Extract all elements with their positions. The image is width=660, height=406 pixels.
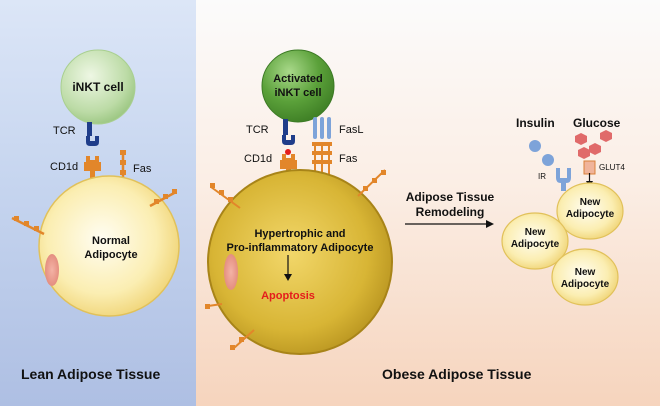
lean-inkt-cell xyxy=(60,49,136,125)
new-adipocyte-2-line2: Adipocyte xyxy=(510,239,560,250)
obese-cd1d-label: CD1d xyxy=(244,153,273,165)
lean-fas-dots-right-icon xyxy=(149,189,177,208)
obese-fas-dots-lowleft-icon xyxy=(205,303,223,309)
fasl-label: FasL xyxy=(339,124,364,136)
new-adipocyte-3 xyxy=(551,248,619,306)
apoptosis-label: Apoptosis xyxy=(261,290,315,302)
ir-label: IR xyxy=(538,172,546,181)
lean-fas-dots-left-icon xyxy=(11,216,45,236)
glucose-molecules-icon xyxy=(575,130,612,159)
new-adipocyte-3-line1: New xyxy=(574,267,596,278)
hypertrophic-adipocyte-line2: Pro-inflammatory Adipocyte xyxy=(226,242,374,254)
ir-receptor-icon xyxy=(556,168,571,191)
activated-inkt-cell xyxy=(261,49,335,123)
lean-tcr-label: TCR xyxy=(53,125,76,137)
obese-fas-dots-left-icon xyxy=(210,183,241,209)
activated-inkt-line1: Activated xyxy=(273,73,323,85)
obese-fas-dots-right-icon xyxy=(357,169,386,197)
insulin-label: Insulin xyxy=(516,116,555,130)
new-adipocyte-1-line1: New xyxy=(579,197,601,208)
insulin-molecules-icon xyxy=(529,140,554,166)
obese-tcr-receptor-icon xyxy=(282,119,295,155)
obese-tcr-label: TCR xyxy=(246,124,269,136)
lean-tcr-receptor-icon xyxy=(86,122,99,146)
new-adipocyte-2 xyxy=(501,212,569,270)
remodeling-arrow-icon xyxy=(405,220,494,228)
lean-inkt-cell-label: iNKT cell xyxy=(72,80,124,94)
normal-adipocyte xyxy=(38,175,180,317)
lean-cd1d-icon xyxy=(84,156,101,179)
obese-fas-dots-bottomleft-icon xyxy=(230,329,255,350)
lean-cd1d-label: CD1d xyxy=(50,161,79,173)
glucose-label: Glucose xyxy=(573,116,621,130)
hypertrophic-adipocyte-line1: Hypertrophic and xyxy=(254,228,346,240)
new-adipocyte-2-line1: New xyxy=(524,227,546,238)
activated-inkt-line2: iNKT cell xyxy=(274,87,322,99)
lean-fas-label: Fas xyxy=(133,163,152,175)
lean-tissue-label: Lean Adipose Tissue xyxy=(21,366,161,382)
fasl-ligand-icon xyxy=(313,117,331,139)
normal-adipocyte-line1: Normal xyxy=(92,235,130,247)
glut4-label: GLUT4 xyxy=(599,163,625,172)
hypertrophic-adipocyte xyxy=(207,169,393,355)
new-adipocyte-1 xyxy=(556,182,624,240)
obese-fas-label: Fas xyxy=(339,153,358,165)
remodeling-line2: Remodeling xyxy=(415,205,485,219)
new-adipocyte-1-line2: Adipocyte xyxy=(565,209,615,220)
obese-tissue-label: Obese Adipose Tissue xyxy=(382,366,532,382)
normal-adipocyte-line2: Adipocyte xyxy=(84,249,138,261)
new-adipocyte-3-line2: Adipocyte xyxy=(560,279,610,290)
remodeling-line1: Adipose Tissue xyxy=(405,190,495,204)
